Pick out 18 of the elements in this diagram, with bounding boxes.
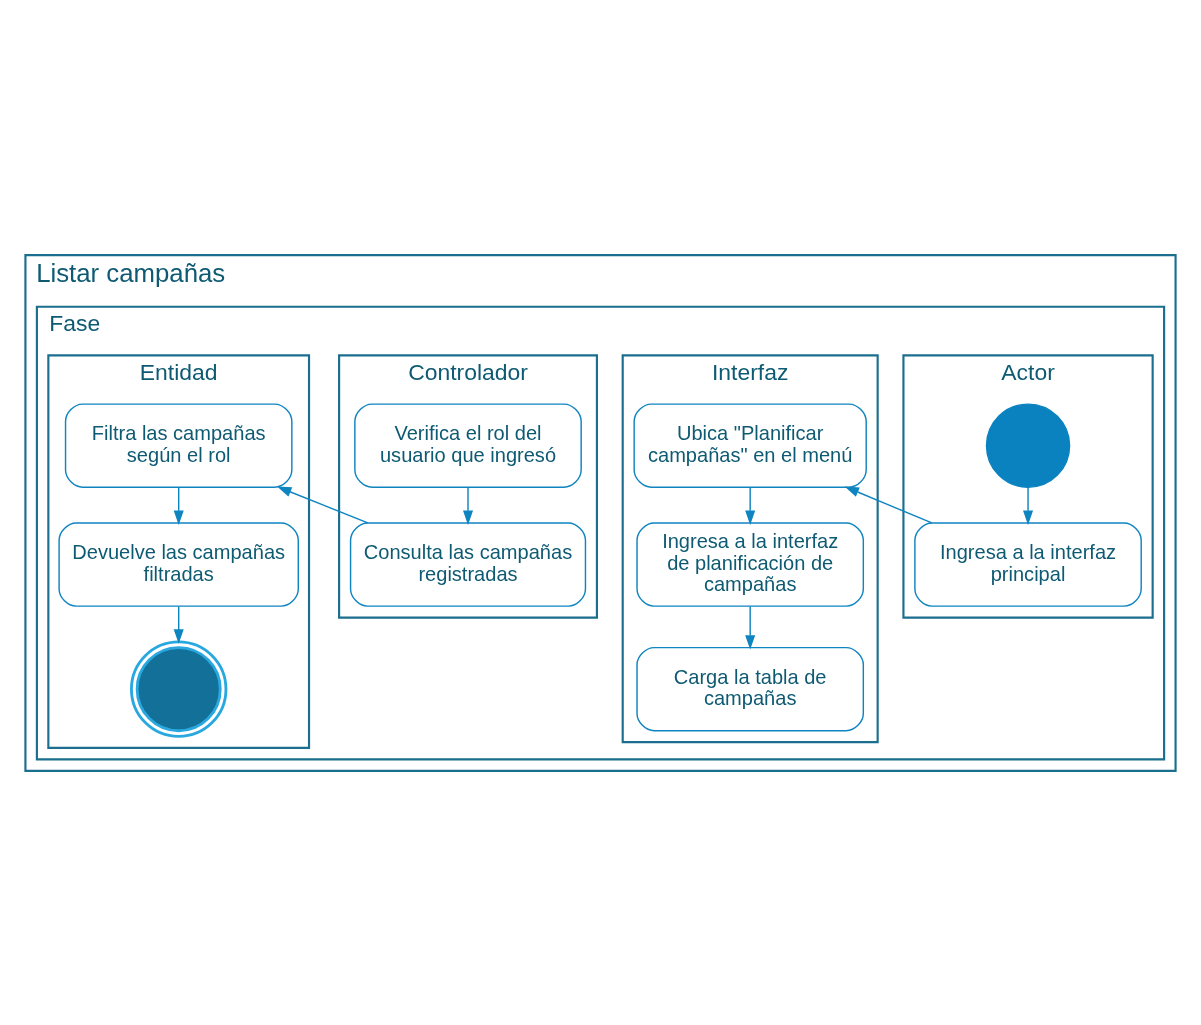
arrow [277, 486, 369, 524]
arrow [844, 486, 933, 524]
node-box: Ubica "Planificar campañas" en el menú [633, 402, 867, 488]
node-circle [985, 402, 1071, 488]
arrow [463, 486, 474, 525]
node-box: Verifica el rol del usuario que ingresó [354, 402, 582, 488]
node-box: Carga la tabla de campañas [636, 646, 865, 731]
arrow [173, 605, 184, 644]
arrow [745, 486, 756, 525]
node-circle [130, 640, 228, 738]
arrow [173, 486, 184, 525]
arrow [745, 605, 756, 650]
node-box: Ingresa a la interfaz de planificación de campañas [636, 521, 865, 607]
arrow [1023, 486, 1034, 525]
node-box: Filtra las campañas según el rol [64, 402, 293, 488]
node-box: Consulta las campañas registradas [349, 521, 587, 607]
node-box: Ingresa a la interfaz principal [914, 521, 1142, 607]
node-box: Devuelve las campañas filtradas [58, 521, 299, 607]
